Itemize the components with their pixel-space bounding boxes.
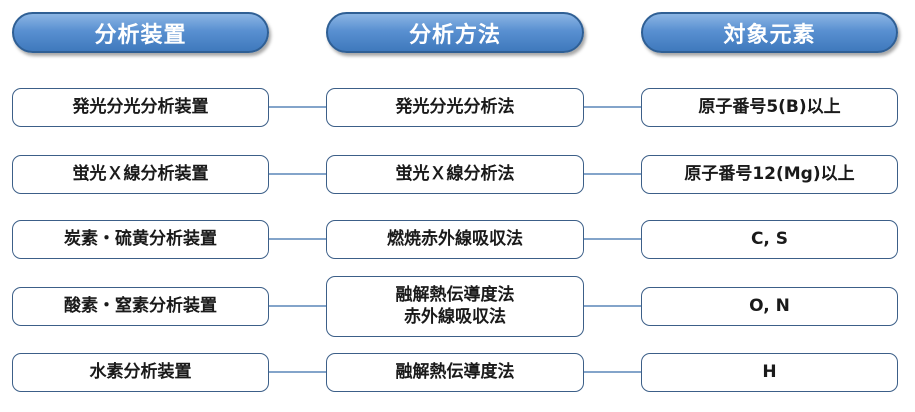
header-method: 分析方法: [326, 12, 584, 53]
device-cell-2: 蛍光Ｘ線分析装置: [12, 155, 269, 194]
elements-cell-5: H: [641, 353, 898, 392]
device-cell-4: 酸素・窒素分析装置: [12, 287, 269, 326]
method-cell-4-line1: 融解熱伝導度法: [395, 285, 515, 306]
method-cell-1: 発光分光分析法: [326, 88, 584, 127]
method-cell-4: 融解熱伝導度法 赤外線吸収法: [326, 276, 584, 337]
elements-cell-1: 原子番号5(B)以上: [641, 88, 898, 127]
device-cell-1: 発光分光分析装置: [12, 88, 269, 127]
method-cell-2: 蛍光Ｘ線分析法: [326, 155, 584, 194]
device-cell-5: 水素分析装置: [12, 353, 269, 392]
method-cell-5: 融解熱伝導度法: [326, 353, 584, 392]
elements-cell-2: 原子番号12(Mg)以上: [641, 155, 898, 194]
header-device: 分析装置: [12, 12, 269, 53]
method-cell-4-line2: 赤外線吸収法: [404, 306, 506, 327]
elements-cell-4: O, N: [641, 287, 898, 326]
elements-cell-3: C, S: [641, 220, 898, 259]
header-elements: 対象元素: [641, 12, 898, 53]
method-cell-3: 燃焼赤外線吸収法: [326, 220, 584, 259]
device-cell-3: 炭素・硫黄分析装置: [12, 220, 269, 259]
